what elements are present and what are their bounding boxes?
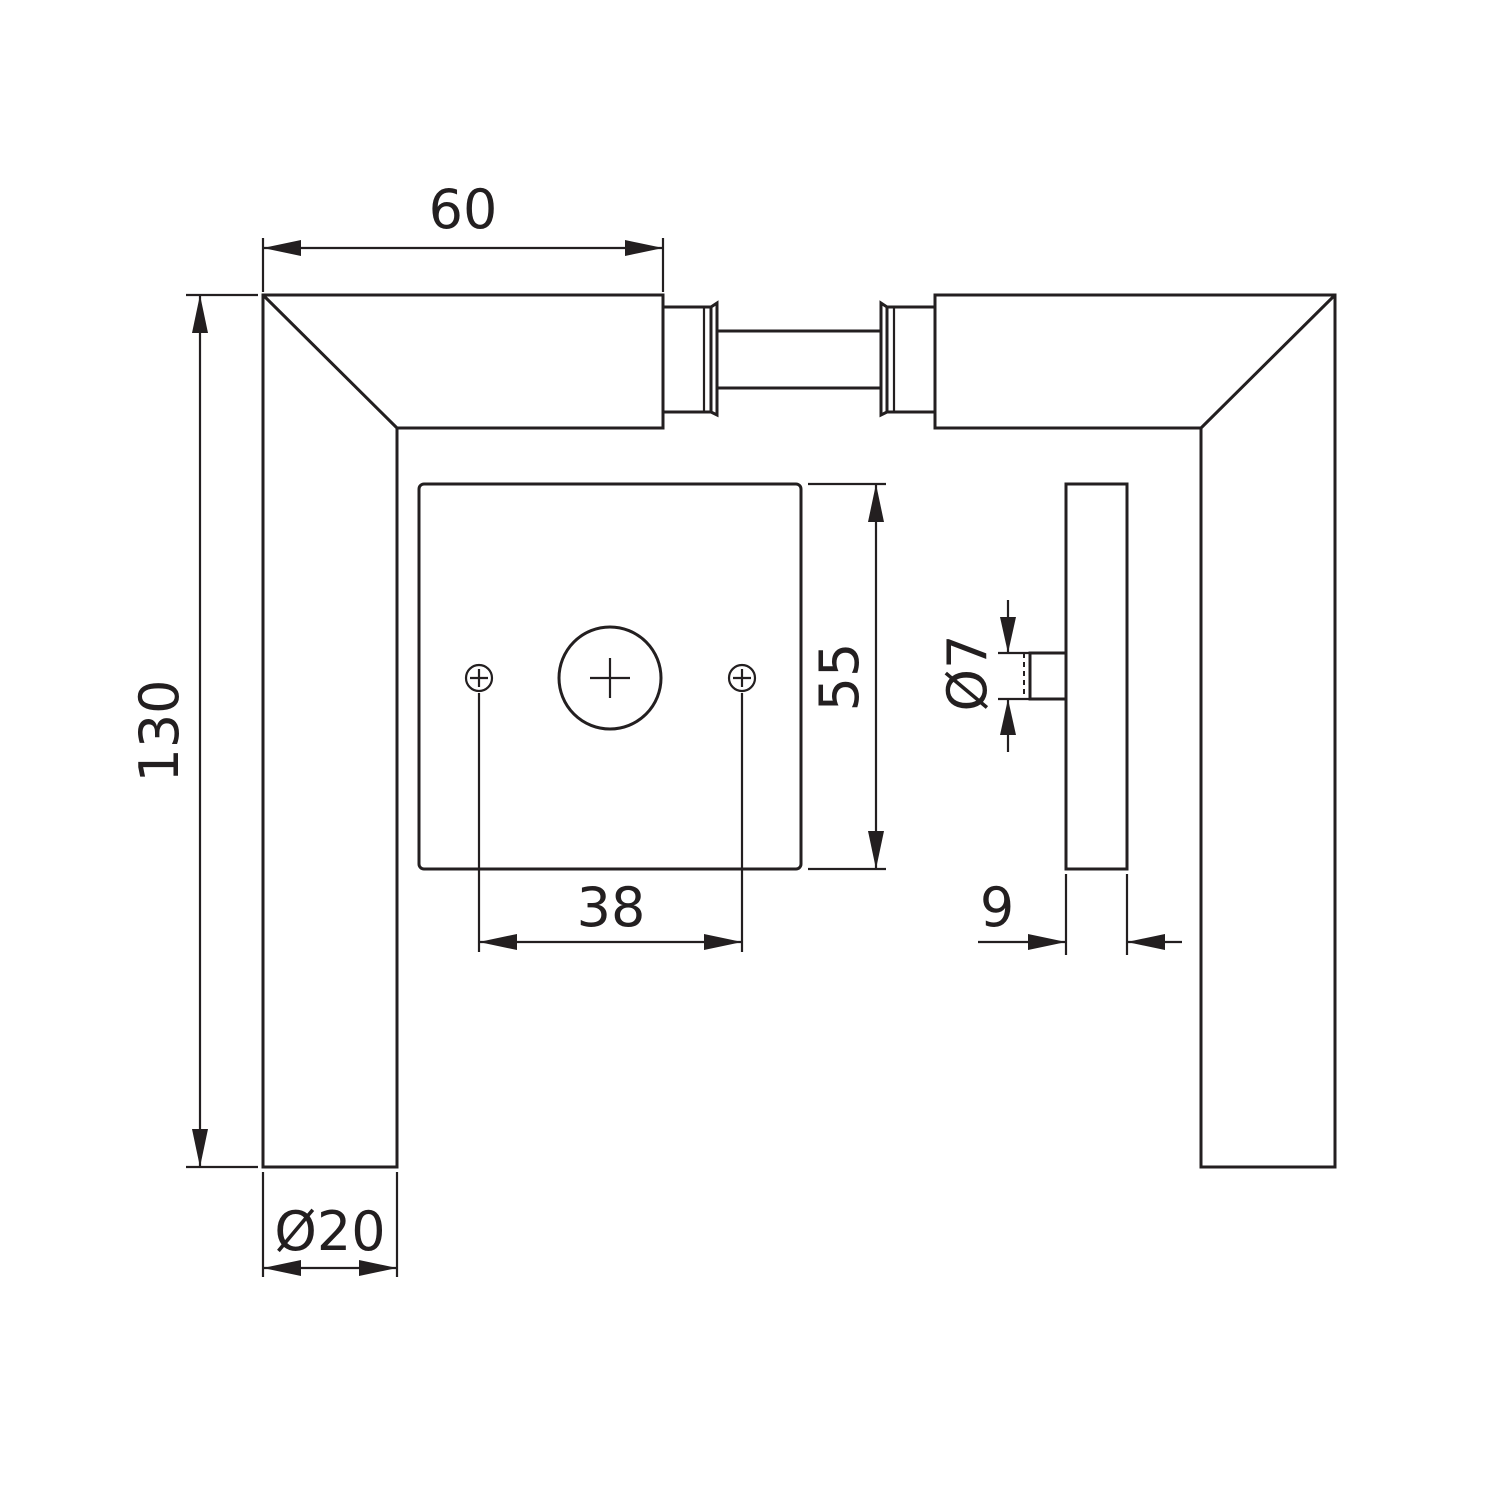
dimension-38: 38 (477, 693, 744, 952)
spindle (661, 300, 937, 418)
dimension-130: 130 (128, 293, 258, 1169)
rose-plate-side (1023, 482, 1129, 871)
dimension-60: 60 (261, 178, 665, 292)
right-lever-handle (933, 293, 1337, 1169)
dimension-label-130: 130 (128, 679, 191, 782)
dimension-label-d20: Ø20 (274, 1200, 385, 1263)
dimension-label-9: 9 (980, 876, 1014, 939)
left-lever-handle (261, 293, 665, 1169)
dimension-9: 9 (978, 874, 1182, 955)
dimension-55: 55 (808, 482, 886, 871)
spindle-hole (557, 625, 663, 731)
dimension-d20: Ø20 (261, 1172, 399, 1277)
screw-left (464, 663, 494, 693)
dimension-label-d7: Ø7 (936, 635, 999, 712)
dimension-label-60: 60 (429, 178, 498, 241)
screw-right (727, 663, 757, 693)
dimension-d7: Ø7 (936, 600, 1030, 752)
pin (1028, 651, 1068, 701)
rose-plate-front (417, 482, 803, 871)
dimension-label-38: 38 (577, 876, 646, 939)
dimension-label-55: 55 (808, 643, 871, 712)
